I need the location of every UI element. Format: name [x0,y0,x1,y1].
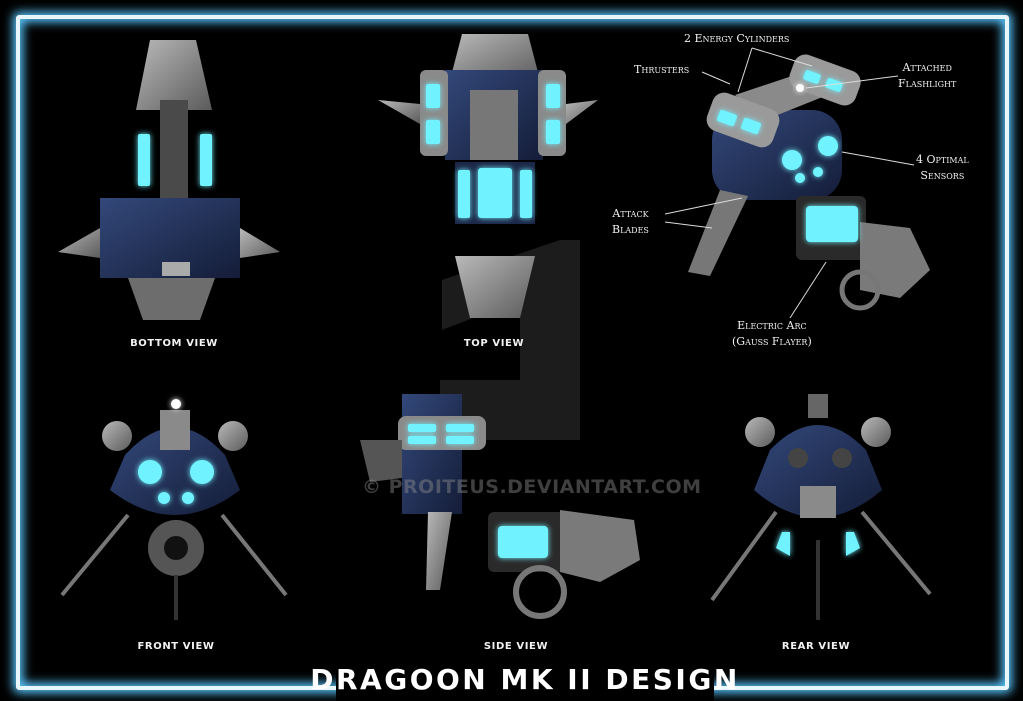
title-plate: DRAGOON MK II DESIGN [310,658,737,701]
side-view-drawing [360,394,640,619]
callout-sensors-line2: Sensors [920,169,965,182]
rear-view-label: rear view [781,641,851,652]
bottom-view-drawing [58,40,280,320]
callout-flashlight-line1: Attached [902,61,952,74]
callout-blades-line1: Attack [612,207,649,220]
bottom-view-label: bottom view [130,338,218,349]
callout-sensors: 4 Optimal Sensors [916,152,969,184]
front-view-drawing [60,399,288,620]
callout-thrusters: Thrusters [634,63,690,76]
sheet-title: DRAGOON MK II DESIGN [310,663,740,696]
callout-sensors-line1: 4 Optimal [916,153,969,166]
callout-energy-cylinders: 2 Energy Cylinders [684,32,790,45]
callout-arc-line2: (Gauss Flayer) [732,335,812,348]
callout-blades: Attack Blades [612,206,649,238]
rear-view-drawing [710,394,932,620]
callout-electric-arc: Electric Arc (Gauss Flayer) [732,318,812,350]
callout-lines [664,47,915,319]
top-view-drawing [378,34,598,318]
annotated-view-drawing [664,47,930,319]
callout-flashlight-line2: Flashlight [898,77,957,90]
top-view-label: top view [463,338,525,349]
callout-blades-line2: Blades [612,223,649,236]
watermark-text: © PROITEUS.DEVIANTART.COM [362,476,702,498]
front-view-label: front view [137,641,215,652]
callout-flashlight: Attached Flashlight [898,60,956,92]
side-view-label: side view [483,641,549,652]
callout-arc-line1: Electric Arc [737,319,807,332]
